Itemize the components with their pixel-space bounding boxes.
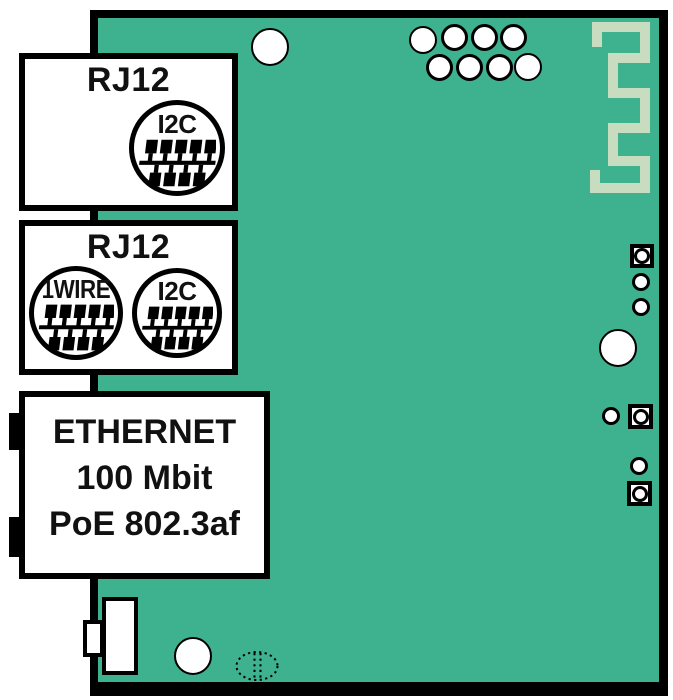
badge-label: I2C [157,275,197,306]
port-title: RJ12 [86,61,171,99]
test-pad [632,298,650,316]
rj12-port-top: RJ12 I2C [19,53,238,211]
test-pad [602,407,620,425]
plain-hole [514,53,542,81]
mounting-hole [599,329,637,367]
tactile-button [628,404,653,429]
button-ring [632,408,649,425]
plated-hole [471,24,498,51]
side-button-cap [83,620,104,657]
ethernet-label-line: PoE 802.3af [49,505,240,543]
plated-hole [426,54,453,81]
plated-hole [441,24,468,51]
plated-hole [500,24,527,51]
tactile-button [630,244,654,268]
i2c-badge: I2C [132,268,222,358]
test-pad [630,457,648,475]
ethernet-label-line: 100 Mbit [76,459,213,497]
board-edge-tab [9,517,19,557]
mounting-hole [174,637,212,675]
bus-pins-icon [139,139,216,186]
board-edge-tab [9,413,19,450]
bus-pins-icon [142,306,213,349]
mounting-hole [251,28,289,66]
button-ring [634,248,650,264]
side-button-body [102,597,138,675]
onewire-badge: 1WIRE [29,266,123,360]
badge-label: 1WIRE [41,274,111,304]
ethernet-port: ETHERNET 100 Mbit PoE 802.3af [19,391,270,579]
test-pad [632,273,650,291]
ethernet-label: ETHERNET 100 Mbit PoE 802.3af [25,397,264,547]
i2c-badge: I2C [129,100,225,196]
bus-pins-icon [38,304,114,351]
ethernet-label-line: ETHERNET [52,413,237,451]
badge-label: I2C [157,108,197,139]
dotted-outline-component-icon [235,651,279,681]
plated-hole [486,54,513,81]
tactile-button [627,481,652,506]
plain-hole [409,26,437,54]
button-ring [631,485,648,502]
rj12-port-bottom: RJ12 1WIRE I2C [19,220,238,375]
plated-hole [456,54,483,81]
port-title: RJ12 [86,228,171,266]
